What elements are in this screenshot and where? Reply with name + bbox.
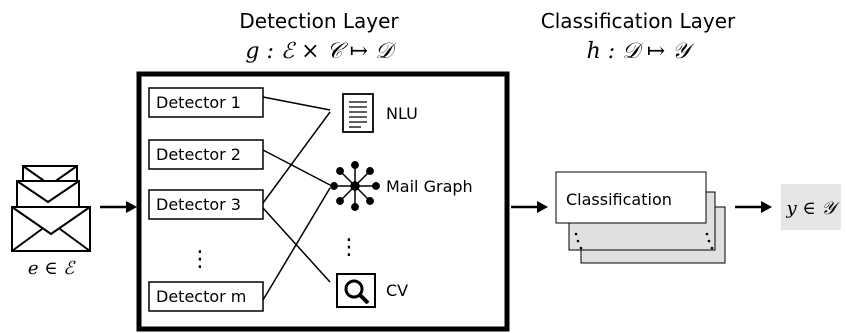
signal-label-cv: CV <box>386 281 408 300</box>
classification-layer-formula: h : 𝒟 ↦ 𝒴 <box>587 39 696 64</box>
signals-ellipsis: ⋮ <box>338 235 360 260</box>
connection-lines <box>262 96 331 301</box>
detection-layer-box <box>136 71 510 332</box>
arrow-input <box>100 201 137 213</box>
detector-box-2: Detector 2 <box>148 139 264 170</box>
output-box <box>781 184 841 230</box>
envelope-stack-icon <box>11 165 91 252</box>
signal-label-nlu: NLU <box>386 104 418 123</box>
signal-label-mail-graph: Mail Graph <box>386 177 473 196</box>
classification-layer-title: Classification Layer <box>541 9 736 33</box>
detector-label: Detector 1 <box>156 93 241 112</box>
arrow-classification-to-output <box>735 201 772 213</box>
input-label: e ∈ ℰ <box>28 258 76 279</box>
detector-label: Detector 2 <box>156 145 241 164</box>
classification-label: Classification <box>566 190 672 209</box>
magnifier-image-icon <box>336 273 376 308</box>
network-graph-icon <box>330 161 380 211</box>
detector-box-m: Detector m <box>148 281 264 312</box>
detector-box-3: Detector 3 <box>148 189 264 220</box>
output-label: y ∈ 𝒴 <box>785 198 840 219</box>
sheet-dots <box>574 232 714 250</box>
detector-label: Detector 3 <box>156 195 241 214</box>
detector-box-1: Detector 1 <box>148 87 264 118</box>
document-icon <box>342 93 374 133</box>
detector-label: Detector m <box>156 287 246 306</box>
arrow-detection-to-classification <box>511 201 548 213</box>
detectors-ellipsis: ⋮ <box>189 247 211 272</box>
detection-layer-title: Detection Layer <box>239 9 399 33</box>
classification-box: Classification <box>555 171 707 224</box>
detection-layer-formula: g : ℰ × 𝒞 ↦ 𝒟 <box>245 39 397 64</box>
